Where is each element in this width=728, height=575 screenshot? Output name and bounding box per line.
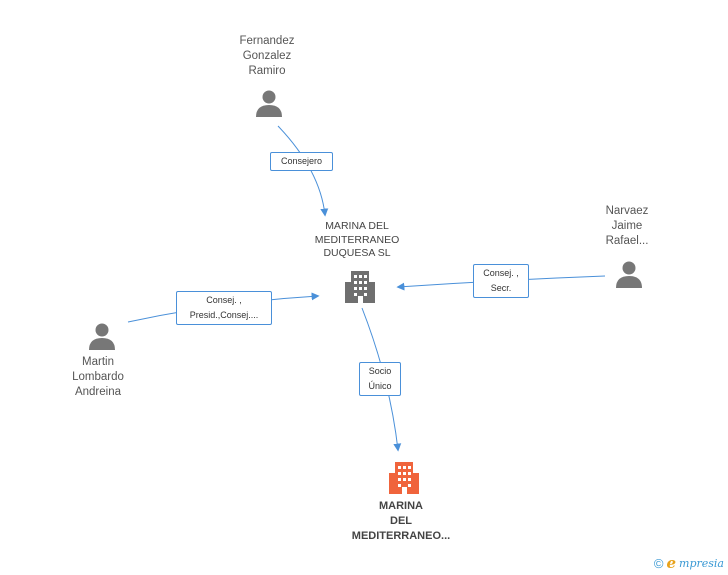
company-label[interactable]: MARINA DEL MEDITERRANEO DUQUESA SL xyxy=(297,220,417,261)
edge-label-line: Consejero xyxy=(280,156,323,166)
person-label-martin[interactable]: Martin Lombardo Andreina xyxy=(48,355,148,400)
edge-label-consejero[interactable]: Consejero xyxy=(270,152,333,171)
person-icon[interactable] xyxy=(254,88,284,118)
person-icon[interactable] xyxy=(614,259,644,289)
name-line: Narvaez xyxy=(605,205,649,217)
company-name-line: MARINA DEL xyxy=(325,220,389,232)
name-line: Andreina xyxy=(74,386,122,398)
person-label-fernandez[interactable]: Fernandez Gonzalez Ramiro xyxy=(217,34,317,79)
name-line: Rafael... xyxy=(605,235,649,247)
person-label-narvaez[interactable]: Narvaez Jaime Rafael... xyxy=(577,204,677,249)
name-line: Ramiro xyxy=(248,65,286,77)
company-name-line: DUQUESA SL xyxy=(323,247,391,259)
brand-name: mpresia xyxy=(679,556,724,570)
edge-label-line: Único xyxy=(368,381,392,391)
brand-initial: e xyxy=(666,554,677,572)
company-name-line: MEDITERRANEO xyxy=(314,233,400,246)
name-line: Jaime xyxy=(611,220,643,232)
edge-label-line: Socio xyxy=(368,366,392,376)
building-icon[interactable] xyxy=(388,461,420,495)
copyright-icon: © xyxy=(653,555,664,571)
building-icon[interactable] xyxy=(344,270,376,304)
name-line: Fernandez xyxy=(239,35,295,47)
person-icon[interactable] xyxy=(87,321,117,351)
name-line: Gonzalez xyxy=(242,50,292,62)
edge-label-consej-presid[interactable]: Consej. , Presid.,Consej.... xyxy=(176,291,272,325)
target-name-line: MEDITERRANEO... xyxy=(351,530,451,542)
edge-label-consej-secr[interactable]: Consej. , Secr. xyxy=(473,264,529,298)
name-line: Lombardo xyxy=(72,371,124,383)
target-name-line: DEL xyxy=(390,515,412,527)
edge-label-line: Consej. , xyxy=(483,268,519,278)
edge-label-line: Presid.,Consej.... xyxy=(189,310,259,320)
edge-label-line: Secr. xyxy=(490,283,512,293)
edge-label-line: Consej. , xyxy=(206,295,242,305)
name-line: Martin xyxy=(82,356,114,368)
edge-label-socio-unico[interactable]: Socio Único xyxy=(359,362,401,396)
target-name-line: MARINA xyxy=(379,500,423,512)
target-company-label[interactable]: MARINA DEL MEDITERRANEO... xyxy=(341,499,461,544)
